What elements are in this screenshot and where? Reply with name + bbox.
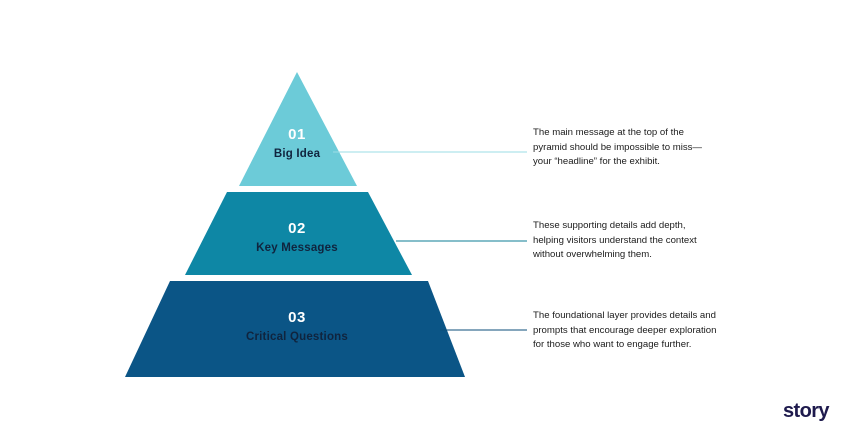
tier-3-title: Critical Questions bbox=[245, 331, 348, 343]
tier-3-number: 03 bbox=[288, 309, 306, 326]
tier-3-description: The foundational layer provides details … bbox=[533, 309, 733, 353]
tier-1-description-line-2: pyramid should be impossible to miss— bbox=[533, 141, 703, 153]
pyramid-tier-1-shape[interactable] bbox=[239, 72, 357, 186]
pyramid-tier-1-label: 01 Big Idea bbox=[237, 127, 357, 161]
tier-2-description: These supporting details add depth, help… bbox=[533, 219, 733, 263]
tier-2-description-line-3: without overwhelming them. bbox=[533, 249, 652, 261]
tier-3-description-line-2: prompts that encourage deeper exploratio… bbox=[533, 324, 717, 336]
tier-2-description-line-1: These supporting details add depth, bbox=[533, 220, 686, 231]
tier-2-description-line-2: helping visitors understand the context bbox=[533, 234, 697, 246]
tier-1-number: 01 bbox=[288, 126, 306, 143]
pyramid-tier-3-label: 03 Critical Questions bbox=[208, 310, 386, 344]
tier-3-description-line-3: for those who want to engage further. bbox=[533, 339, 692, 351]
tier-1-description-line-1: The main message at the top of the bbox=[533, 127, 684, 138]
tier-2-number: 02 bbox=[288, 220, 306, 237]
tier-3-description-line-1: The foundational layer provides details … bbox=[533, 310, 716, 321]
tier-2-title: Key Messages bbox=[256, 242, 338, 254]
tier-1-description: The main message at the top of the pyram… bbox=[533, 126, 733, 170]
pyramid-tier-2-shape[interactable] bbox=[185, 192, 412, 275]
tier-1-title: Big Idea bbox=[273, 148, 321, 160]
story-logo: story bbox=[783, 400, 830, 422]
story-logo-text: story bbox=[783, 400, 830, 422]
pyramid-tier-2-label: 02 Key Messages bbox=[224, 221, 370, 255]
tier-1-description-line-3: your “headline” for the exhibit. bbox=[533, 156, 660, 168]
pyramid-tier-3-shape[interactable] bbox=[125, 281, 465, 377]
